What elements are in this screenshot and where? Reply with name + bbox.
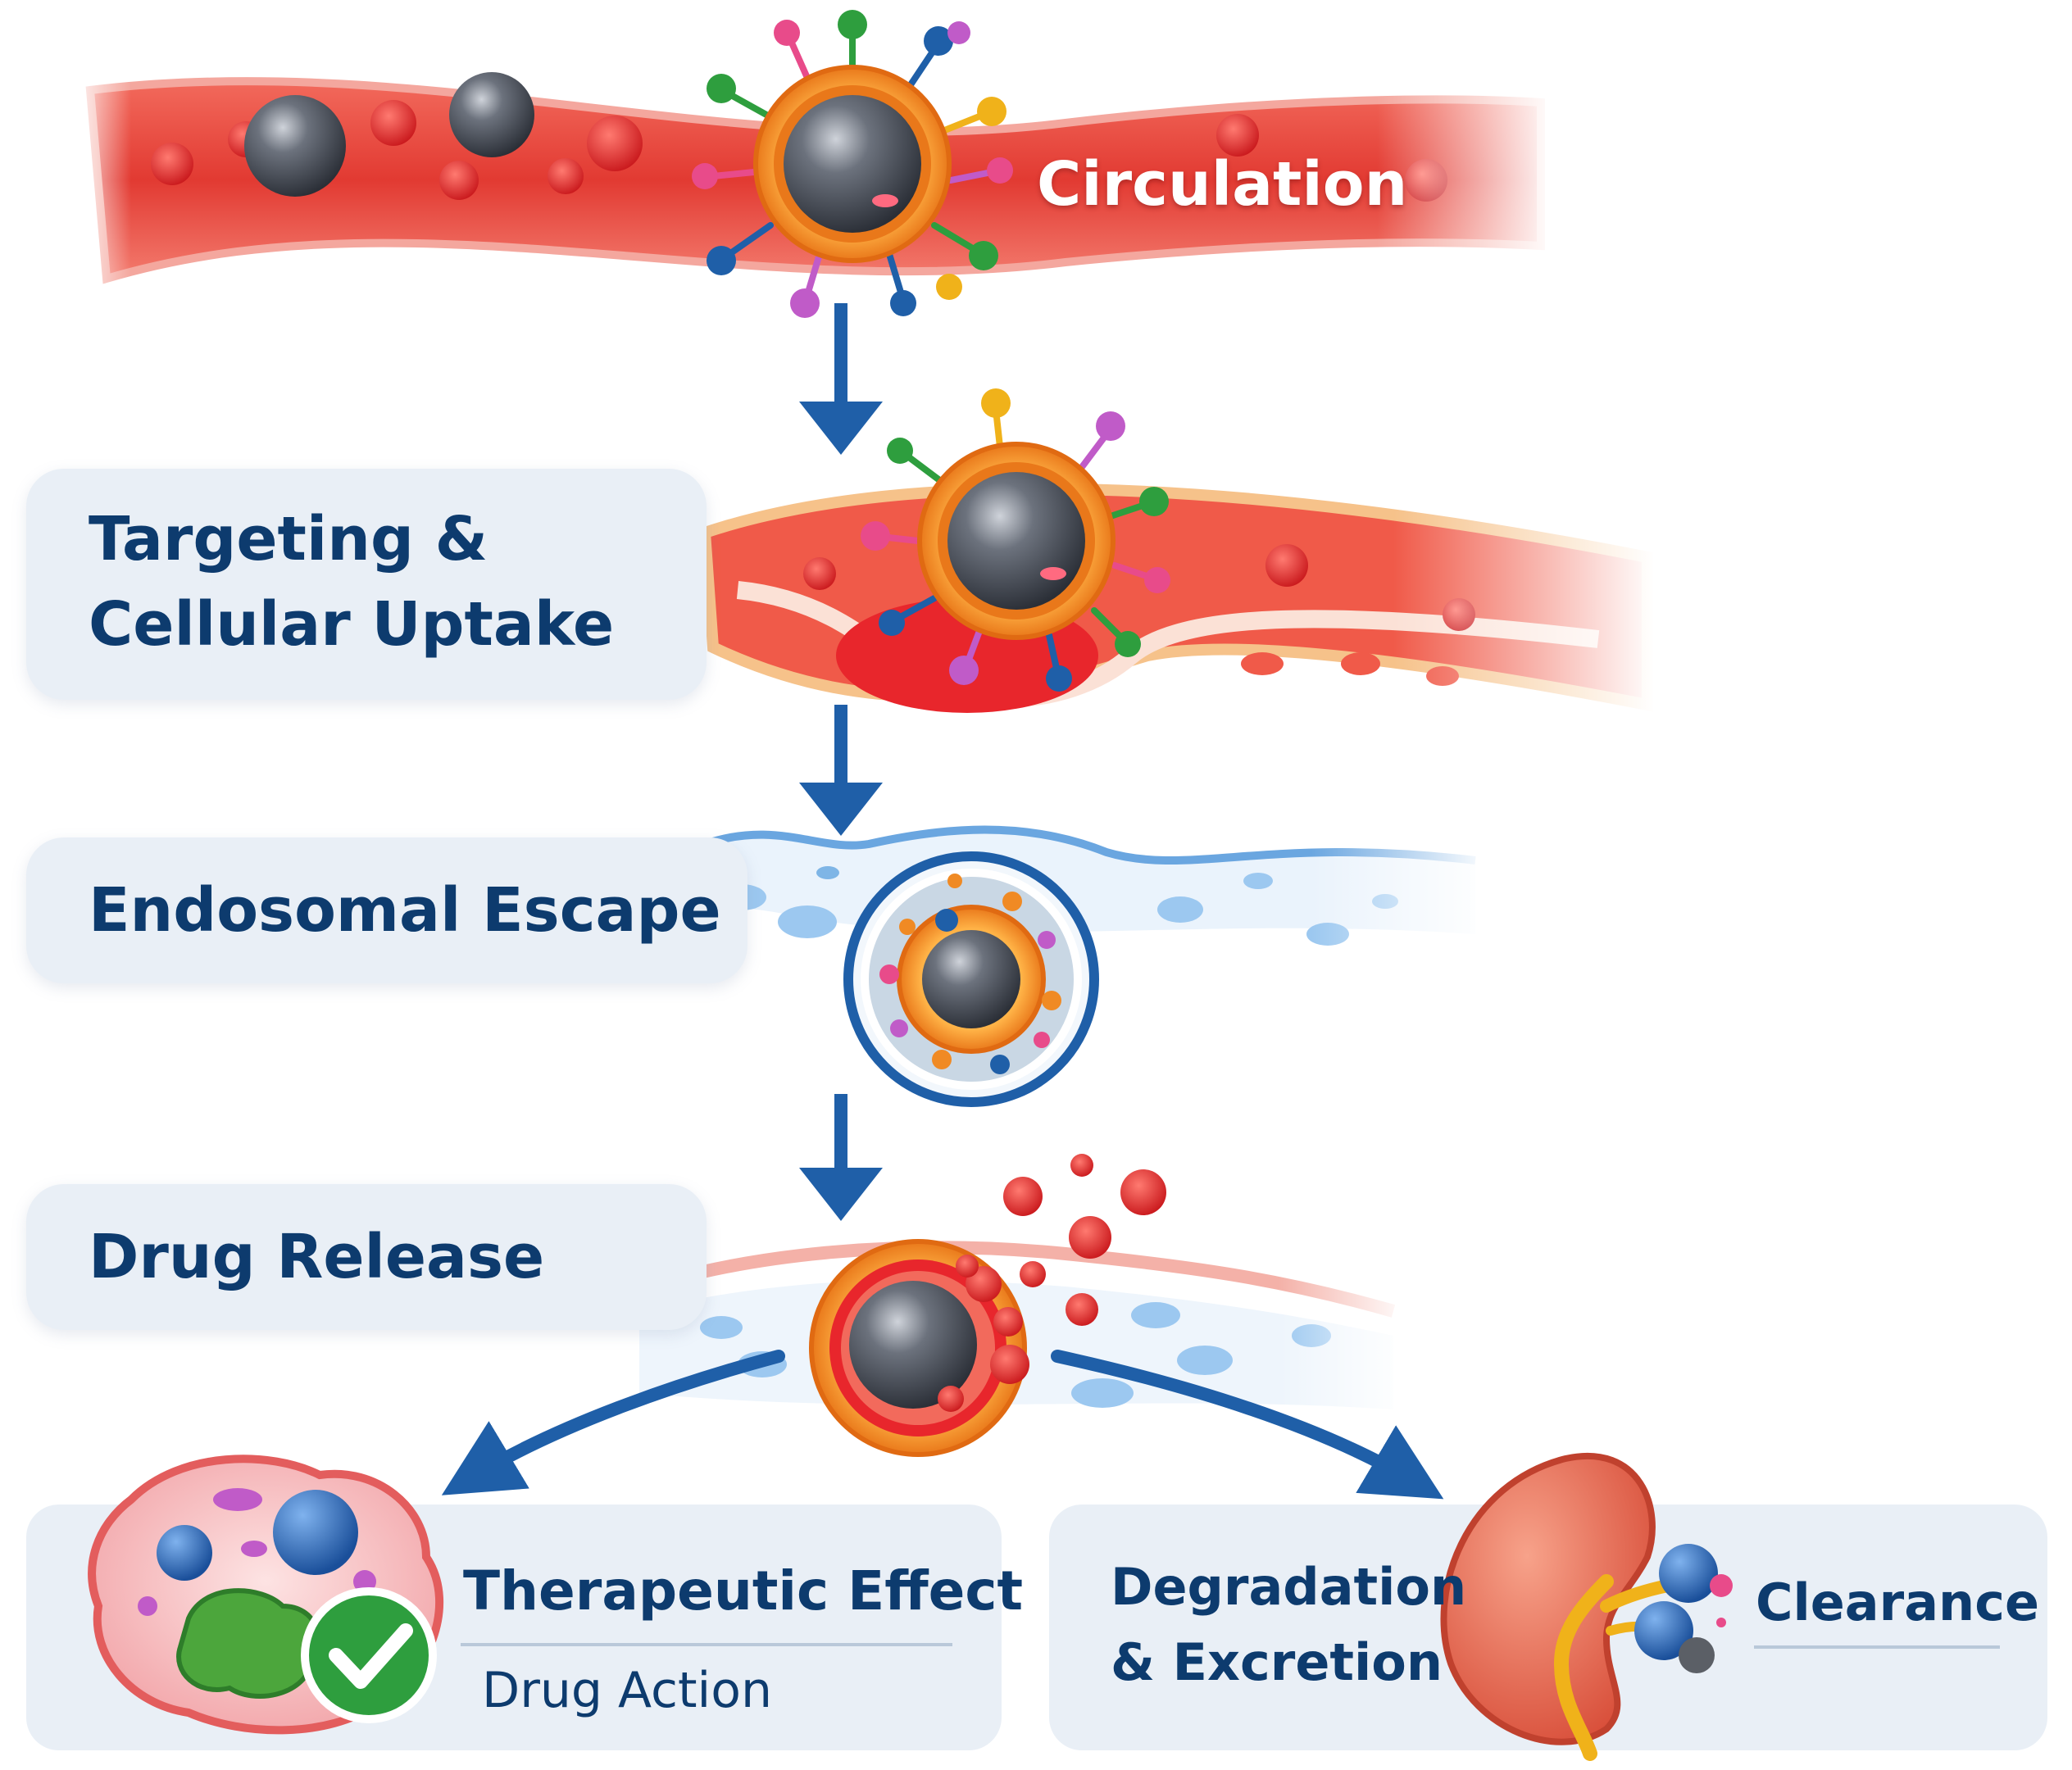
- flow-arrow-icon: [799, 705, 883, 836]
- therapeutic-divider: [461, 1643, 952, 1646]
- flow-arrow-icon: [799, 1094, 883, 1221]
- endosomal-escape-label: Endosomal Escape: [89, 875, 721, 946]
- clearance-divider: [1754, 1645, 2000, 1649]
- degradation-label-line2: & Excretion: [1111, 1632, 1443, 1692]
- targeting-label-line2: Cellular Uptake: [89, 589, 615, 660]
- checkmark-icon: [301, 1587, 437, 1723]
- flow-arrow-icon: [799, 303, 883, 455]
- targeted-nanoparticle-icon: [692, 10, 1013, 318]
- kidney-icon: [1440, 1452, 1733, 1761]
- nanoparticle-icon: [244, 95, 346, 197]
- tissue-membrane-icon: [698, 459, 1656, 729]
- drug-action-label: Drug Action: [482, 1662, 772, 1719]
- branch-arrow-left-icon: [441, 1350, 785, 1495]
- nanoparticle-icon: [449, 72, 534, 157]
- targeting-label-line1: Targeting &: [89, 504, 488, 574]
- cell-membrane-icon: [703, 811, 1492, 975]
- branch-arrow-right-icon: [1051, 1350, 1444, 1500]
- degradation-label-line1: Degradation: [1111, 1557, 1467, 1617]
- drug-release-label: Drug Release: [89, 1222, 545, 1292]
- endosomal-panel: [26, 837, 747, 983]
- releasing-nanoparticle-icon: [809, 1239, 1029, 1457]
- therapeutic-effect-label: Therapeutic Effect: [463, 1559, 1024, 1622]
- drug-molecule-icon: [1003, 1154, 1166, 1326]
- clearance-label: Clearance: [1756, 1573, 2039, 1632]
- endosome-icon: [843, 851, 1099, 1107]
- targeted-nanoparticle-icon: [861, 388, 1170, 692]
- targeting-panel: [26, 469, 707, 700]
- release-panel: [26, 1184, 707, 1330]
- circulation-label: Circulation: [1037, 149, 1408, 220]
